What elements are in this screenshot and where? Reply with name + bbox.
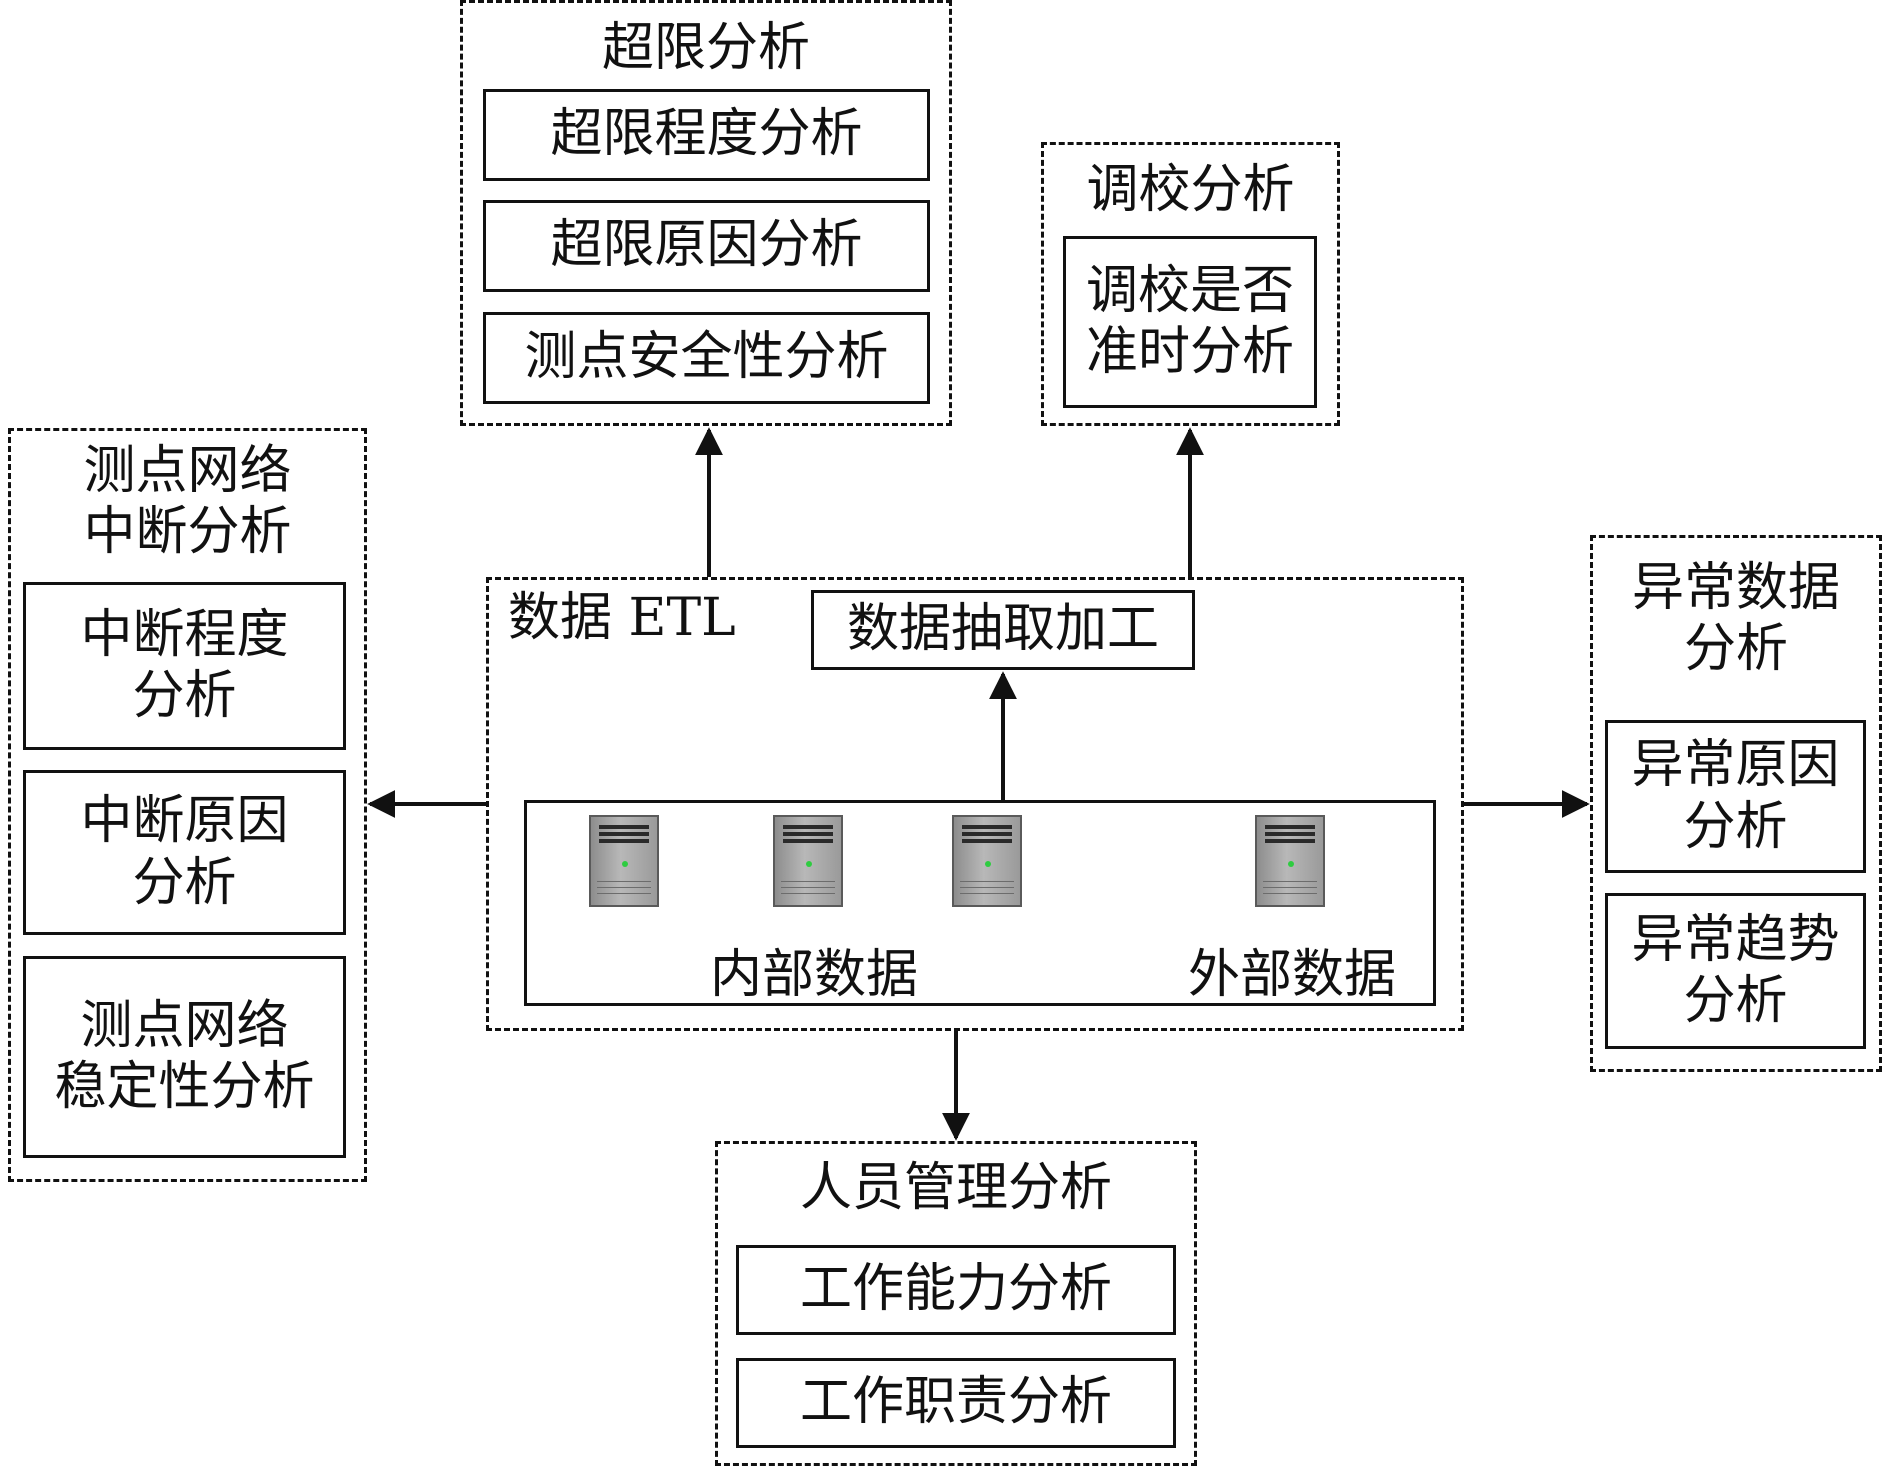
server-icon — [589, 815, 659, 907]
internal-data-label: 内部数据 — [710, 945, 919, 1005]
overlimit-cause-box: 超限原因分析 — [483, 200, 930, 292]
overlimit-analysis-title: 超限分析 — [601, 18, 810, 78]
calibration-timeliness-box: 调校是否 准时分析 — [1063, 236, 1317, 408]
interruption-degree-box: 中断程度 分析 — [23, 582, 346, 750]
interruption-cause-box: 中断原因 分析 — [23, 770, 346, 935]
network-stability-box: 测点网络 稳定性分析 — [23, 956, 346, 1158]
overlimit-degree-box: 超限程度分析 — [483, 89, 930, 181]
external-data-label: 外部数据 — [1188, 945, 1397, 1005]
personnel-management-group — [715, 1141, 1197, 1466]
point-safety-box: 测点安全性分析 — [483, 312, 930, 404]
data-etl-title: 数据 ETL — [508, 588, 736, 648]
anomaly-cause-box: 异常原因 分析 — [1605, 720, 1866, 873]
personnel-management-title: 人员管理分析 — [799, 1158, 1112, 1218]
server-icon — [773, 815, 843, 907]
network-interruption-title: 测点网络 中断分析 — [83, 441, 292, 563]
calibration-analysis-group — [1041, 142, 1340, 426]
data-etl-group — [486, 577, 1464, 1031]
data-extraction-box: 数据抽取加工 — [811, 590, 1195, 670]
anomaly-trend-box: 异常趋势 分析 — [1605, 893, 1866, 1049]
work-ability-box: 工作能力分析 — [736, 1245, 1176, 1335]
work-duty-box: 工作职责分析 — [736, 1358, 1176, 1448]
network-interruption-group — [8, 428, 367, 1182]
anomaly-analysis-group — [1590, 535, 1882, 1072]
server-icon — [1255, 815, 1325, 907]
overlimit-analysis-group — [460, 0, 952, 426]
server-icon — [952, 815, 1022, 907]
calibration-analysis-title: 调校分析 — [1086, 160, 1295, 220]
anomaly-analysis-title: 异常数据 分析 — [1631, 558, 1840, 680]
